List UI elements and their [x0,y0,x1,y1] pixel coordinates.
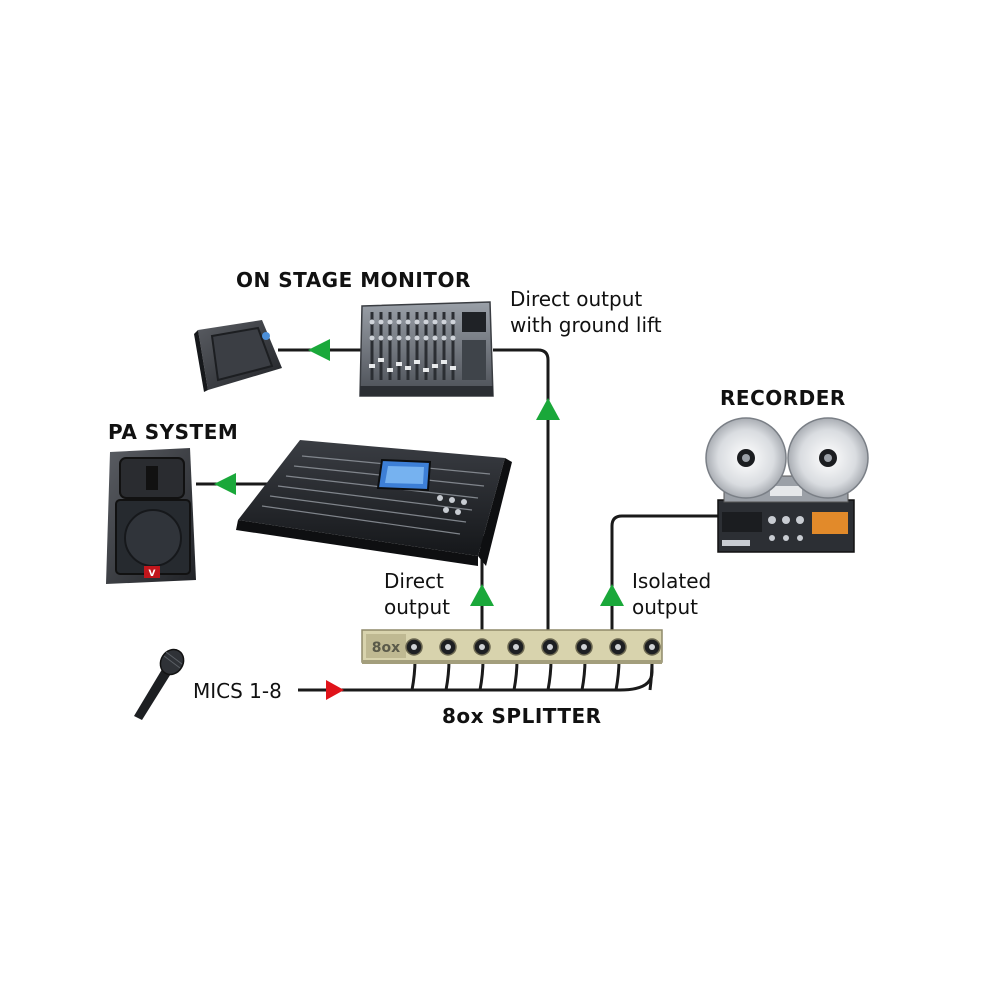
cable-mic-1 [410,659,417,691]
microphone-icon [134,648,185,720]
cable-mic-3 [478,659,485,691]
label-on-stage-monitor: ON STAGE MONITOR [236,268,471,292]
label-direct-output-line2: output [384,595,450,619]
arrow-monitor-out [536,398,560,420]
arrow-direct-out [470,584,494,606]
cable-mic-5 [546,659,553,691]
label-isolated-output: Isolated output [632,568,711,620]
reel-to-reel-recorder-icon [705,417,869,553]
cable-mic-7 [614,659,621,691]
label-mics: MICS 1-8 [193,679,282,703]
label-isolated-output-line2: output [632,595,698,619]
label-pa-system: PA SYSTEM [108,420,239,444]
label-8ox-splitter: 8ox SPLITTER [442,704,602,728]
cable-monitor-out [493,348,550,635]
stage-monitor-wedge-icon [194,320,282,392]
label-direct-output-ground-lift-line2: with ground lift [510,313,662,337]
arrow-mics-in [326,680,344,700]
label-isolated-output-line1: Isolated [632,569,712,593]
digital-console-icon [236,440,512,566]
arrow-isolated-out [600,584,624,606]
label-direct-output-line1: Direct [384,569,444,593]
cable-mic-8 [648,659,654,691]
svg-text:V: V [149,569,156,579]
pa-speaker-icon: V [106,448,196,584]
label-recorder: RECORDER [720,386,846,410]
splitter-brand-text: 8ox [372,640,400,656]
mixer-console-icon [359,301,494,397]
arrow-to-wedge [308,339,330,361]
cable-isolated-out [610,514,724,635]
splitter-rack-icon: 8ox [361,629,663,664]
arrow-to-pa [214,473,236,495]
cable-mic-2 [444,659,451,691]
label-direct-output: Direct output [384,568,450,620]
cable-mic-6 [580,659,587,691]
cable-mic-4 [512,659,519,691]
label-direct-output-ground-lift: Direct output with ground lift [510,286,662,338]
label-direct-output-ground-lift-line1: Direct output [510,287,643,311]
